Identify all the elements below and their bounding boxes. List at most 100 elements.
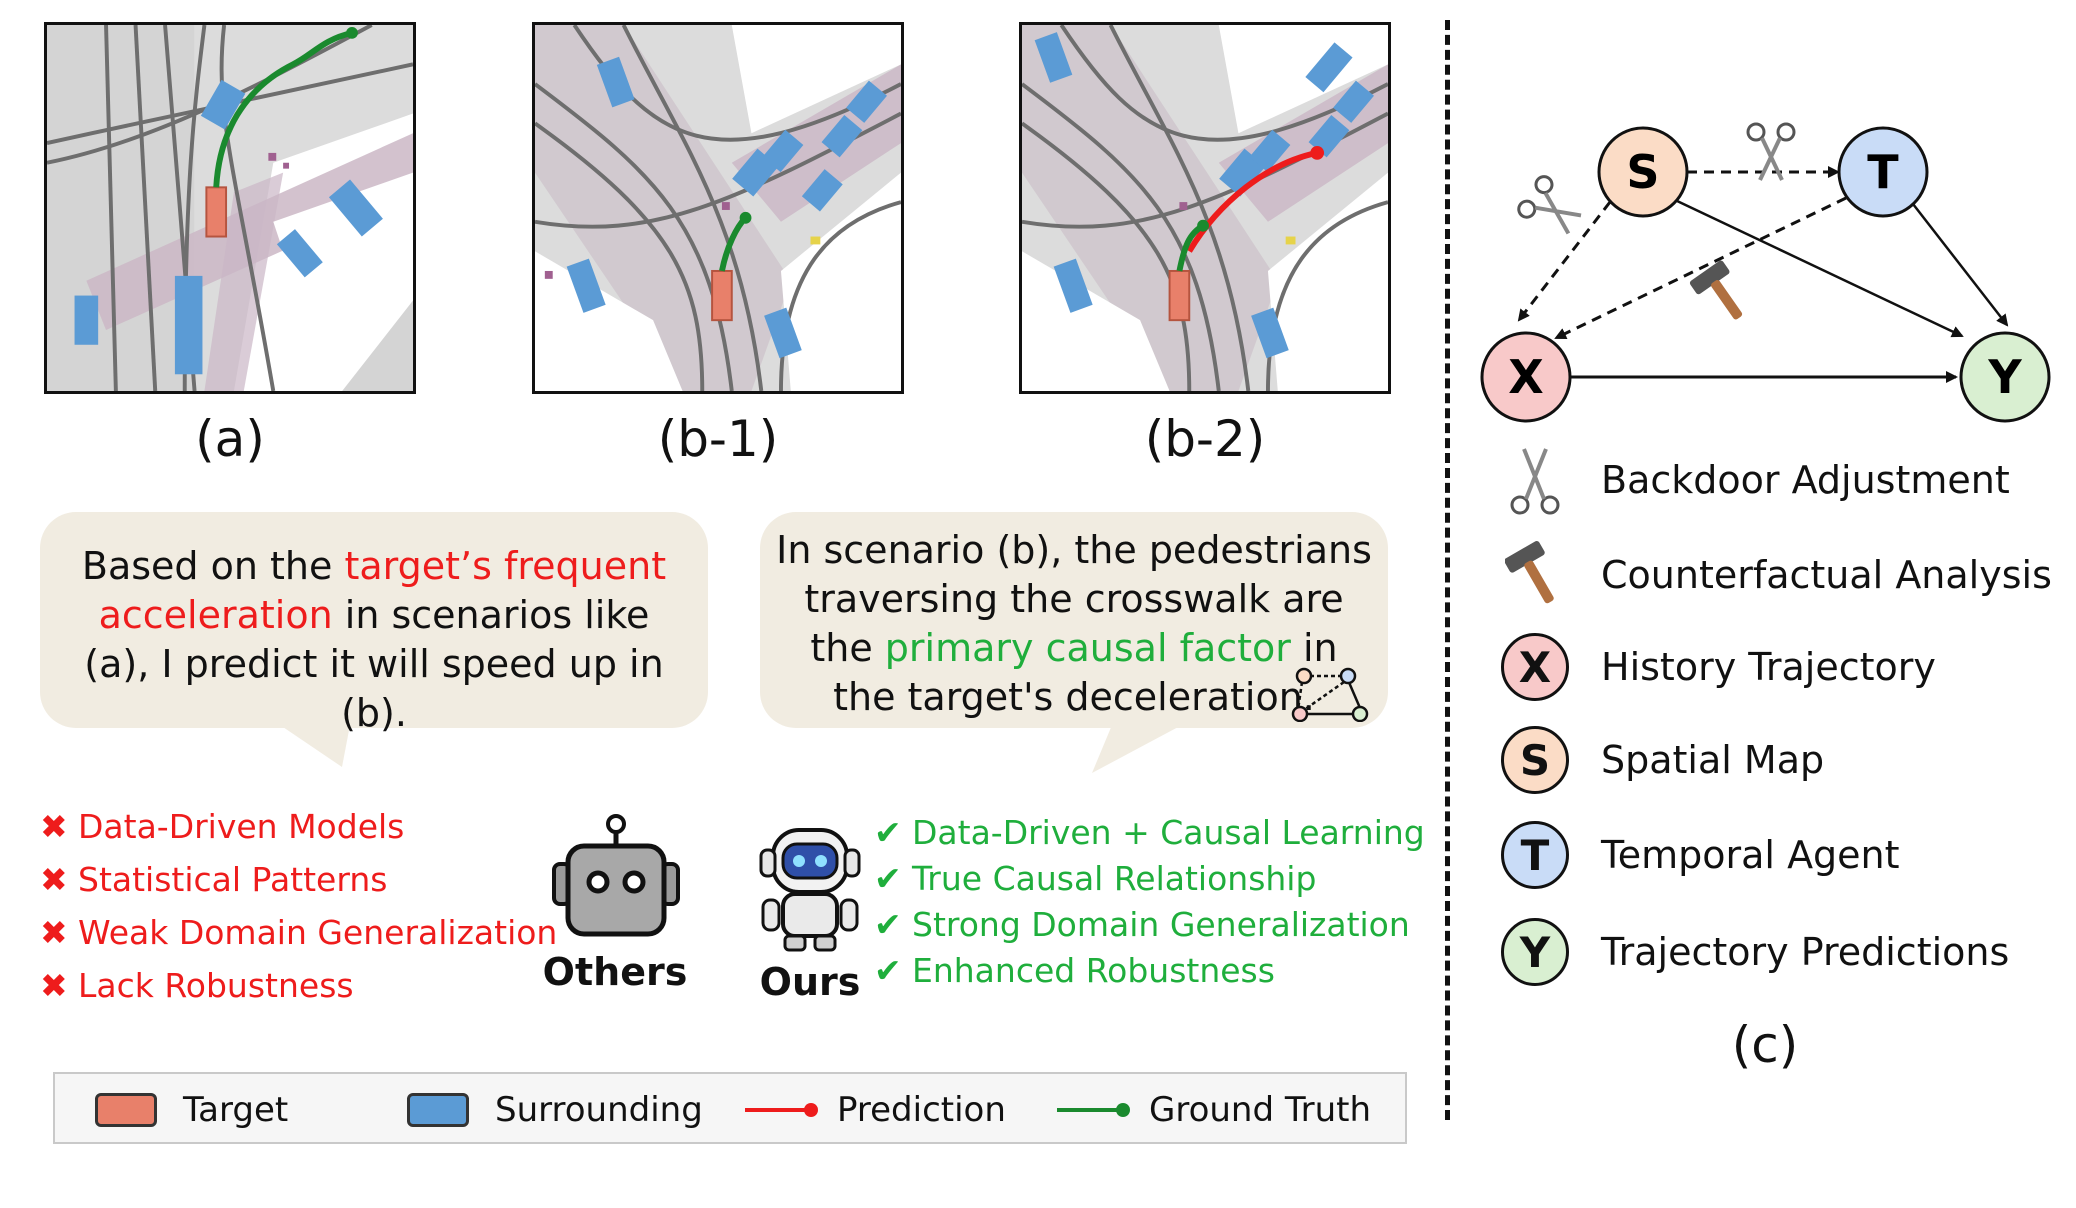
ours-item: ✔ Enhanced Robustness: [874, 948, 1425, 994]
node-x-label: X: [1508, 350, 1543, 404]
legend-spatial-label: Spatial Map: [1601, 738, 1825, 782]
panel-separator: [1445, 20, 1450, 1120]
ours-list: ✔ Data-Driven + Causal Learning ✔ True Cau…: [874, 810, 1425, 994]
caption-b2: (b-2): [1144, 410, 1266, 468]
others-item-label: Data-Driven Models: [78, 807, 405, 846]
bubble-right-highlight: primary causal factor: [884, 626, 1291, 670]
others-item-label: Statistical Patterns: [78, 860, 388, 899]
bubble-right: In scenario (b), the pedestrians travers…: [760, 512, 1388, 728]
others-item-label: Weak Domain Generalization: [78, 913, 558, 952]
bubble-left-tail: [280, 725, 350, 767]
legend-spatial: S Spatial Map: [1495, 720, 1824, 800]
ours-robot-icon: [759, 828, 861, 952]
scene-panel-b1: [532, 22, 904, 394]
hammer-icon: [1495, 535, 1575, 615]
legend-predictions-label: Trajectory Predictions: [1601, 930, 2010, 974]
ours-item-label: Data-Driven + Causal Learning: [912, 813, 1425, 852]
cross-icon: ✖: [40, 860, 68, 899]
scissors-icon: [1517, 175, 1582, 235]
others-item: ✖ Weak Domain Generalization: [40, 906, 557, 959]
legend-backdoor: Backdoor Adjustment: [1495, 440, 2010, 520]
node-y: Y: [1959, 331, 2051, 423]
legend-predictions: Y Trajectory Predictions: [1495, 912, 2009, 992]
check-icon: ✔: [874, 951, 902, 990]
check-icon: ✔: [874, 813, 902, 852]
scene-panel-a: [44, 22, 416, 394]
legend-history-label: History Trajectory: [1601, 645, 1936, 689]
node-t: T: [1837, 126, 1929, 218]
legend-temporal-label: Temporal Agent: [1601, 833, 1900, 877]
legend-surrounding-label: Surrounding: [495, 1090, 703, 1130]
scene-panel-b2: [1019, 22, 1391, 394]
ground-truth-line-icon: [1057, 1103, 1130, 1117]
node-x-icon: X: [1495, 627, 1575, 707]
legend-temporal: T Temporal Agent: [1495, 815, 1900, 895]
edge-s-y: [1674, 198, 1964, 338]
node-s: S: [1597, 126, 1689, 218]
bubble-left-text-post: in scenarios like (a), I predict it will…: [84, 593, 664, 735]
legend-ground-truth-label: Ground Truth: [1149, 1090, 1372, 1130]
surrounding-swatch-icon: [407, 1093, 469, 1127]
cross-icon: ✖: [40, 913, 68, 952]
node-t-badge: T: [1501, 821, 1569, 889]
edge-s-x: [1517, 201, 1612, 322]
ours-item-label: Enhanced Robustness: [912, 951, 1275, 990]
scissors-icon: [1746, 122, 1796, 181]
prediction-line-icon: [745, 1103, 818, 1117]
bubble-right-text-pre: In scenario (b), the pedestrians travers…: [776, 528, 1372, 670]
scene-map-b1: [535, 25, 901, 391]
node-t-label: T: [1867, 145, 1899, 199]
others-label: Others: [542, 950, 688, 994]
scene-map-a: [47, 25, 413, 391]
legend-prediction-label: Prediction: [837, 1090, 1006, 1130]
causal-graph-icon: [1291, 667, 1369, 722]
node-t-icon: T: [1495, 815, 1575, 895]
ours-item-label: Strong Domain Generalization: [912, 905, 1410, 944]
others-item: ✖ Lack Robustness: [40, 959, 557, 1012]
legend-ground-truth: Ground Truth: [1057, 1074, 1371, 1146]
cross-icon: ✖: [40, 966, 68, 1005]
others-item-label: Lack Robustness: [78, 966, 354, 1005]
legend-backdoor-label: Backdoor Adjustment: [1601, 458, 2010, 502]
others-robot-icon: [552, 814, 680, 937]
node-y-label: Y: [1987, 350, 2022, 404]
ours-item-label: True Causal Relationship: [912, 859, 1317, 898]
legend-target-label: Target: [183, 1090, 289, 1130]
others-item: ✖ Data-Driven Models: [40, 800, 557, 853]
hammer-icon: [1689, 260, 1743, 320]
legend-target: Target: [95, 1074, 288, 1146]
bubble-right-tail: [1092, 725, 1182, 773]
bubble-left-highlight: target’s frequent acceleration: [98, 544, 667, 637]
legend-history: X History Trajectory: [1495, 627, 1936, 707]
caption-a: (a): [195, 410, 265, 468]
check-icon: ✔: [874, 859, 902, 898]
legend-prediction: Prediction: [745, 1074, 1006, 1146]
node-y-icon: Y: [1495, 912, 1575, 992]
ours-item: ✔ True Causal Relationship: [874, 856, 1425, 902]
bubble-left-text-pre: Based on the: [81, 544, 345, 588]
check-icon: ✔: [874, 905, 902, 944]
edge-t-x: [1554, 196, 1847, 340]
node-x-badge: X: [1501, 633, 1569, 701]
legend-counterfactual-label: Counterfactual Analysis: [1601, 553, 2052, 597]
node-x: X: [1480, 331, 1572, 423]
node-s-badge: S: [1501, 726, 1569, 794]
caption-b1: (b-1): [657, 410, 779, 468]
scissors-icon: [1495, 440, 1575, 520]
trajectory-legend: Target Surrounding Prediction Ground Tru…: [53, 1072, 1407, 1144]
node-s-icon: S: [1495, 720, 1575, 800]
bubble-left: Based on the target’s frequent accelerat…: [40, 512, 708, 735]
caption-c: (c): [1731, 1016, 1799, 1074]
legend-counterfactual: Counterfactual Analysis: [1495, 535, 2052, 615]
scene-map-b2: [1022, 25, 1388, 391]
target-swatch-icon: [95, 1093, 157, 1127]
ours-item: ✔ Strong Domain Generalization: [874, 902, 1425, 948]
cross-icon: ✖: [40, 807, 68, 846]
others-item: ✖ Statistical Patterns: [40, 853, 557, 906]
legend-surrounding: Surrounding: [407, 1074, 703, 1146]
causal-graph: S T X Y: [1480, 122, 2051, 423]
bubble-right-text-post: in the target's deceleration.: [833, 626, 1338, 719]
node-s-label: S: [1626, 145, 1659, 199]
ours-label: Ours: [759, 960, 861, 1004]
node-y-badge: Y: [1501, 918, 1569, 986]
